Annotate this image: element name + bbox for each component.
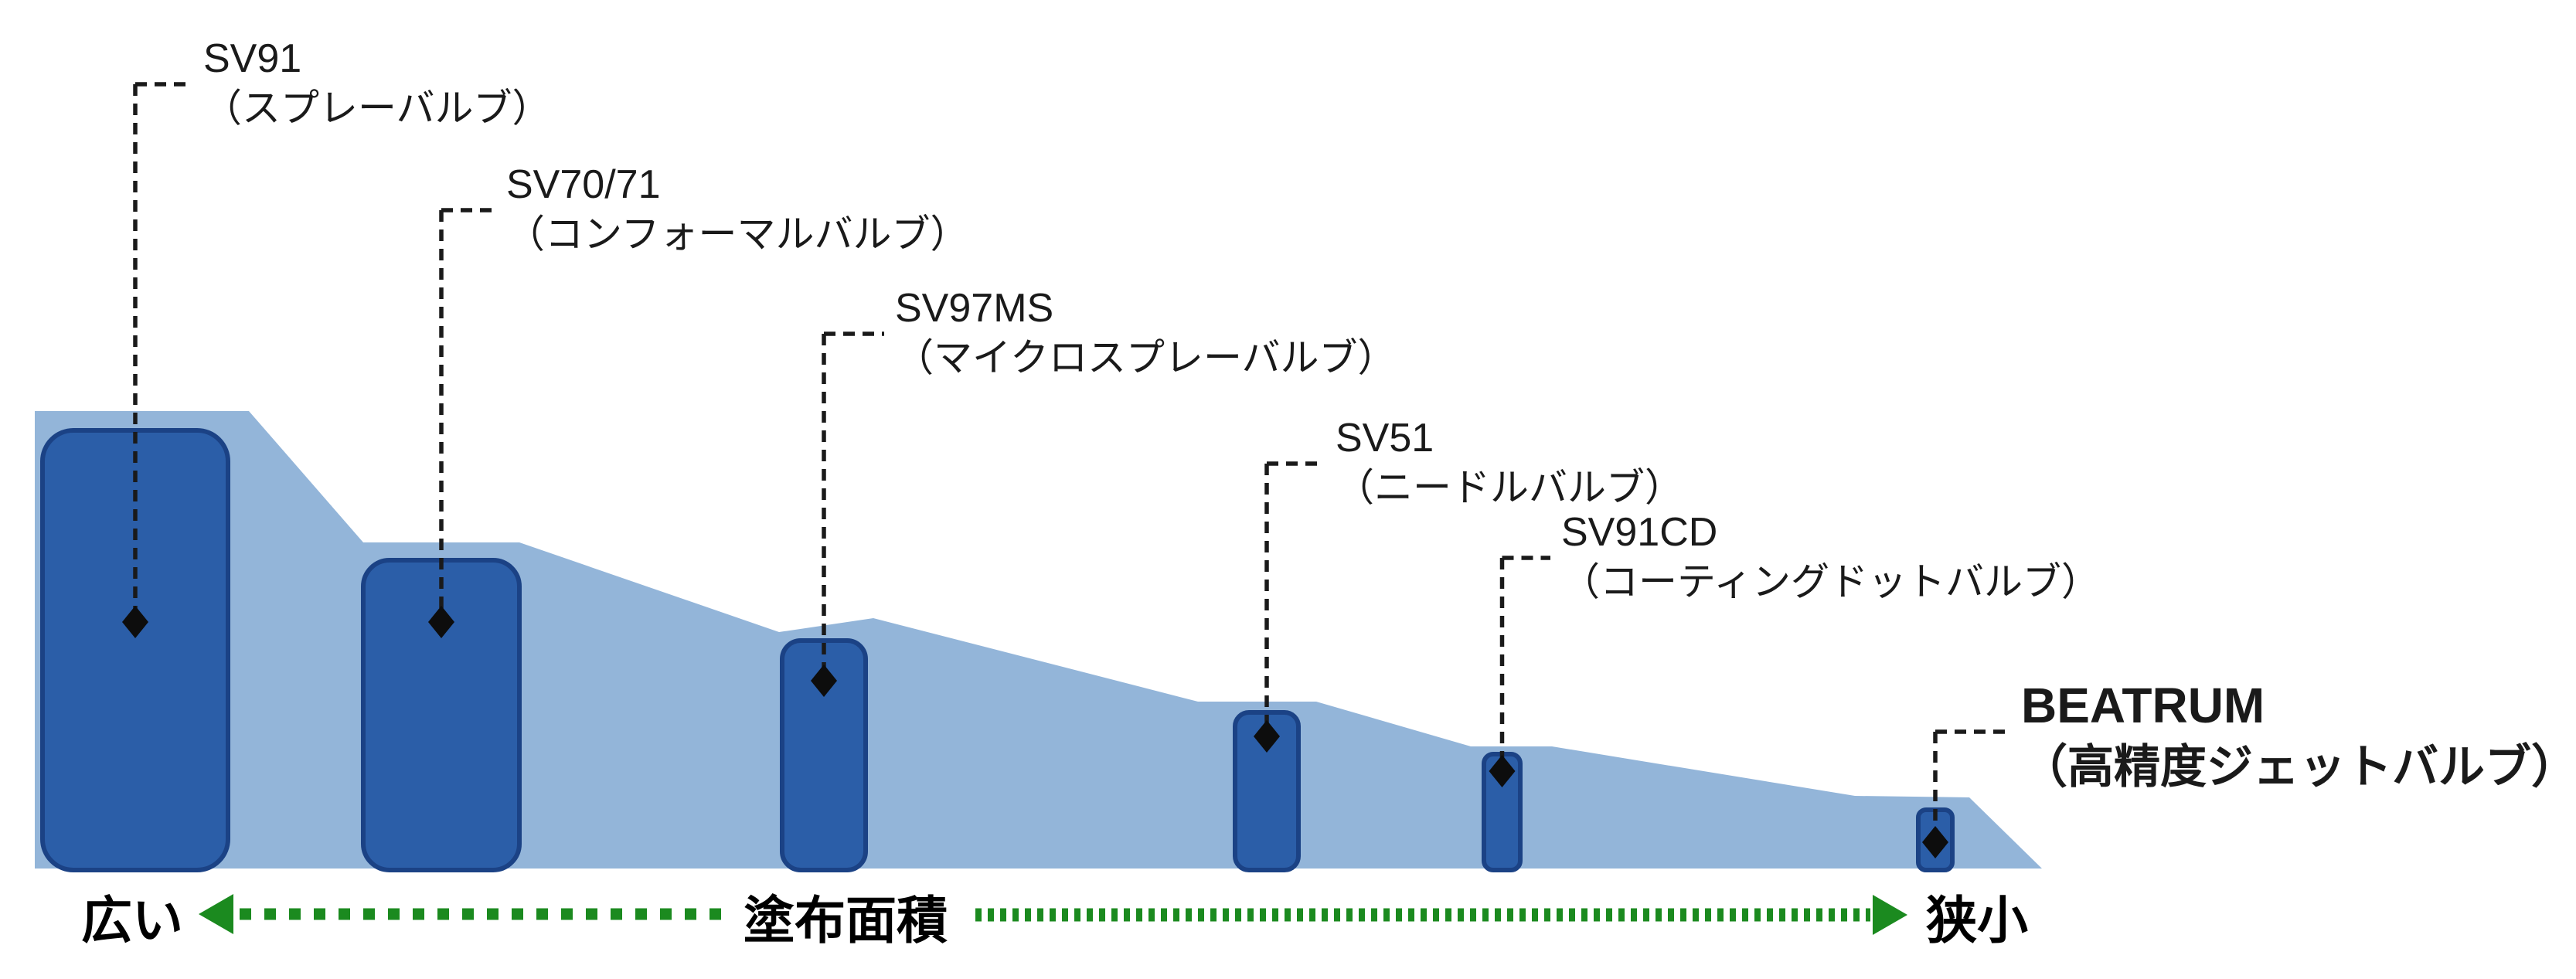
valve-bar-sv51 [1233,710,1301,872]
axis-label-narrow: 狭小 [1926,892,2028,949]
product-label: SV91CD [1561,510,1717,555]
arrow-right-icon [1873,895,1907,935]
diamond-marker-icon [811,665,837,697]
product-sublabel: （マイクロスプレーバルブ） [895,336,1397,379]
product-label: BEATRUM [2021,678,2265,733]
diamond-marker-icon [1922,826,1948,858]
product-label: SV91 [203,36,301,81]
valve-bar-sv97ms [780,638,868,872]
coverage-area-shape [35,411,2042,869]
axis-label-coating-area: 塗布面積 [744,892,948,949]
product-sublabel: （コンフォーマルバルブ） [506,212,969,256]
valve-bar-sv91 [40,428,230,872]
diamond-marker-icon [428,606,454,638]
product-sublabel: （ニードルバルブ） [1336,466,1683,509]
product-label: SV70/71 [506,162,661,207]
product-sublabel: （スプレーバルブ） [203,87,551,130]
diamond-marker-icon [1489,755,1516,787]
axis-label-wide: 広い [81,892,183,949]
product-sublabel: （高精度ジェットバルブ） [2021,741,2576,793]
arrow-left-icon [199,894,233,934]
diamond-marker-icon [122,606,148,638]
product-label: SV51 [1336,416,1434,461]
product-sublabel: （コーティングドットバルブ） [1561,560,2100,603]
product-label: SV97MS [895,286,1053,331]
coverage-axis: 広い 塗布面積 狭小 [81,892,2028,949]
diamond-marker-icon [1254,720,1280,753]
